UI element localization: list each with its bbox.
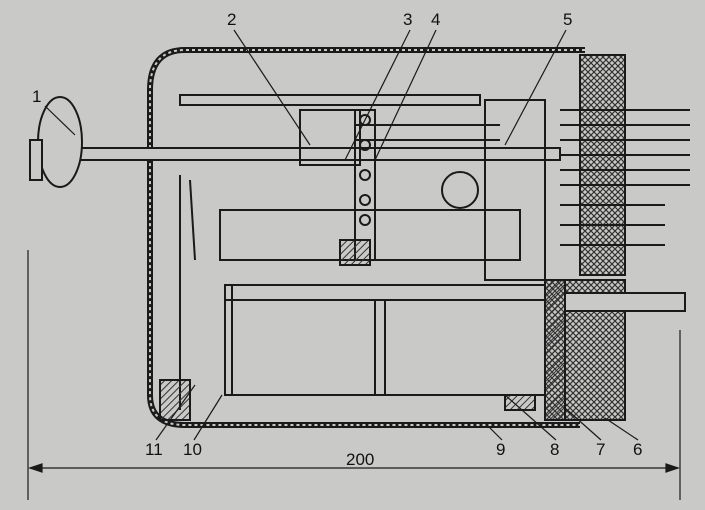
- callout-5: 5: [563, 10, 573, 29]
- callout-4: 4: [431, 10, 441, 29]
- callout-6: 6: [633, 440, 643, 459]
- connector-pins: [560, 109, 690, 246]
- dimension-line: [27, 250, 681, 500]
- callout-8: 8: [550, 440, 560, 459]
- contact-frame: [179, 94, 481, 106]
- housing-shell: [147, 47, 585, 428]
- callout-3: 3: [403, 10, 413, 29]
- dimension-label: 200: [346, 450, 375, 469]
- connector-block: [579, 54, 626, 276]
- knob: [37, 96, 83, 188]
- leader-lines: [44, 29, 639, 441]
- callout-7: 7: [596, 440, 606, 459]
- callout-10: 10: [183, 440, 202, 459]
- callout-1: 1: [32, 87, 42, 106]
- callout-9: 9: [496, 440, 506, 459]
- callout-11: 11: [145, 440, 163, 459]
- shaft: [29, 147, 561, 161]
- contact-cam: [441, 171, 479, 209]
- callout-2: 2: [227, 10, 237, 29]
